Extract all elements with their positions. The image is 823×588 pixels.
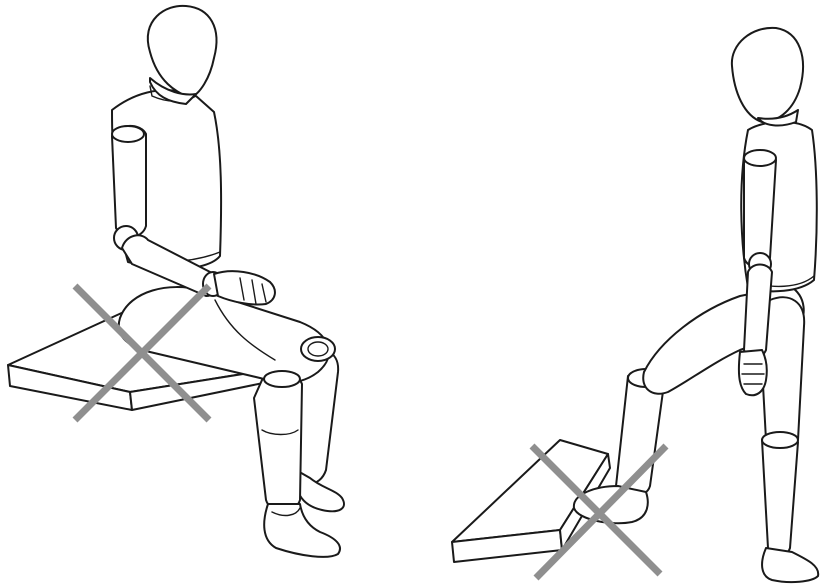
knee-joint — [301, 337, 335, 361]
standing-leg — [760, 297, 818, 582]
front-lower-leg — [254, 371, 302, 511]
stepping-figure-panel — [452, 28, 818, 582]
upper-arm — [112, 126, 146, 250]
hand — [739, 350, 767, 395]
head — [732, 28, 803, 126]
seated-figure-panel — [8, 6, 344, 557]
head — [148, 6, 217, 104]
